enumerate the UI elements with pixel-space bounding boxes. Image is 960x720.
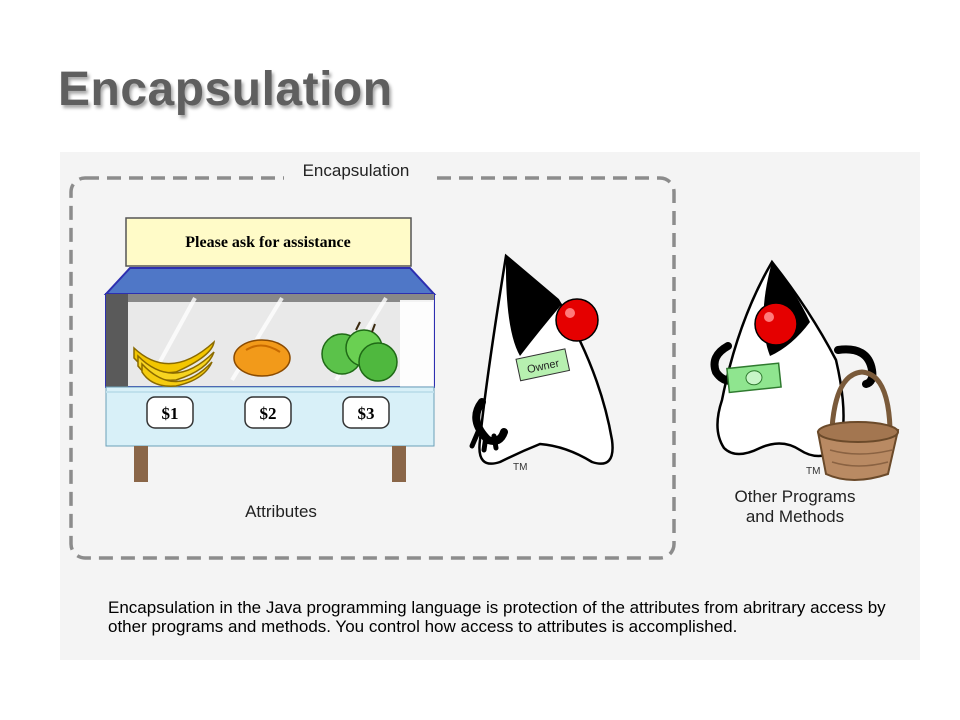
slide-title: Encapsulation	[58, 63, 393, 116]
assistance-sign-text: Please ask for assistance	[185, 234, 350, 251]
trademark-customer: TM	[806, 466, 820, 477]
basket-icon	[816, 369, 900, 481]
price-tag: $2	[244, 396, 292, 429]
caption-text: Encapsulation in the Java programming la…	[108, 598, 886, 636]
price-tag: $3	[342, 396, 390, 429]
others-label-line1: Other Programs	[735, 487, 856, 506]
attributes-label: Attributes	[245, 502, 317, 521]
assistance-sign	[125, 217, 412, 267]
duke-mascot-icon: Owner	[469, 253, 614, 465]
svg-text:$3: $3	[358, 404, 375, 423]
owner-tag: Owner	[515, 348, 571, 382]
orange-icon	[233, 339, 291, 377]
trademark-owner: TM	[513, 462, 527, 473]
money-icon	[726, 362, 782, 394]
price-tag: $1	[146, 396, 194, 429]
boundary-label: Encapsulation	[303, 161, 410, 180]
apple-icon	[321, 321, 398, 382]
duke-mascot-icon	[710, 259, 877, 458]
svg-text:$1: $1	[162, 404, 179, 423]
svg-text:$2: $2	[260, 404, 277, 423]
banana-icon	[133, 340, 216, 387]
others-label-line2: and Methods	[746, 507, 844, 526]
